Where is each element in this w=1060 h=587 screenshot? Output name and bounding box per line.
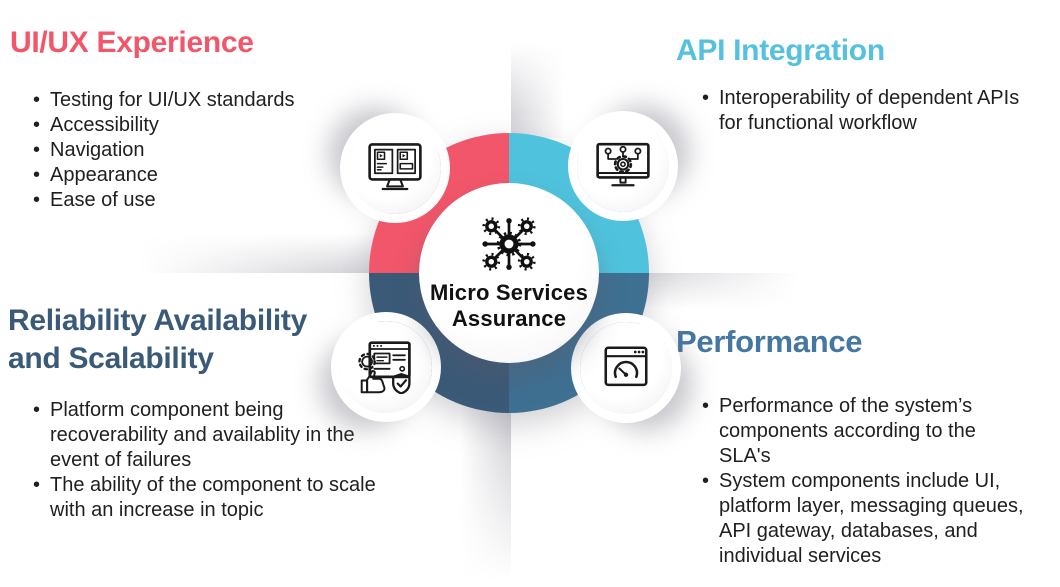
ui-ux-list: Testing for UI/UX standardsAccessibility… [33,88,338,213]
bullet-item: Platform component being recoverability … [33,398,378,473]
ui-ux-title: UI/UX Experience [10,26,254,59]
bullet-item: The ability of the component to scale wi… [33,473,378,523]
center-circle: Micro Services Assurance [419,183,599,363]
bullet-item: Appearance [33,163,338,188]
center-title-line1: Micro Services [429,280,589,305]
center-title-line2: Assurance [451,306,567,331]
bullet-item: Testing for UI/UX standards [33,88,338,113]
api-monitor-gear-icon [596,142,650,187]
performance-list: Performance of the system’s components a… [702,394,1032,569]
api-integration-title: API Integration [676,34,885,67]
divider-shadow-left [128,226,374,273]
bullet-item: Performance of the system’s components a… [702,394,1032,469]
divider-shadow-right [646,273,806,317]
divider-shadow-top [511,38,583,138]
divider-shadow-bottom [447,406,511,587]
bullet-item: Ease of use [33,188,338,213]
bullet-item: System components include UI, platform l… [702,469,1032,569]
microservices-hub-icon [482,217,536,271]
bullet-item: Navigation [33,138,338,163]
bullet-item: Interoperability of dependent APIs for f… [702,86,1020,136]
reliability-shield-check-icon [358,341,411,394]
ui-ux-icon-circle [349,122,441,214]
api-icon-circle [577,120,669,212]
performance-title: Performance [676,324,863,359]
api-integration-list: Interoperability of dependent APIs for f… [702,86,1020,136]
reliability-title: Reliability Availability and Scalability [8,304,308,375]
performance-icon-circle [580,322,672,414]
uiux-monitor-icon [368,143,422,191]
reliability-list: Platform component being recoverability … [33,398,378,523]
bullet-item: Accessibility [33,113,338,138]
performance-gauge-icon [604,346,648,387]
reliability-icon-circle [340,321,432,413]
